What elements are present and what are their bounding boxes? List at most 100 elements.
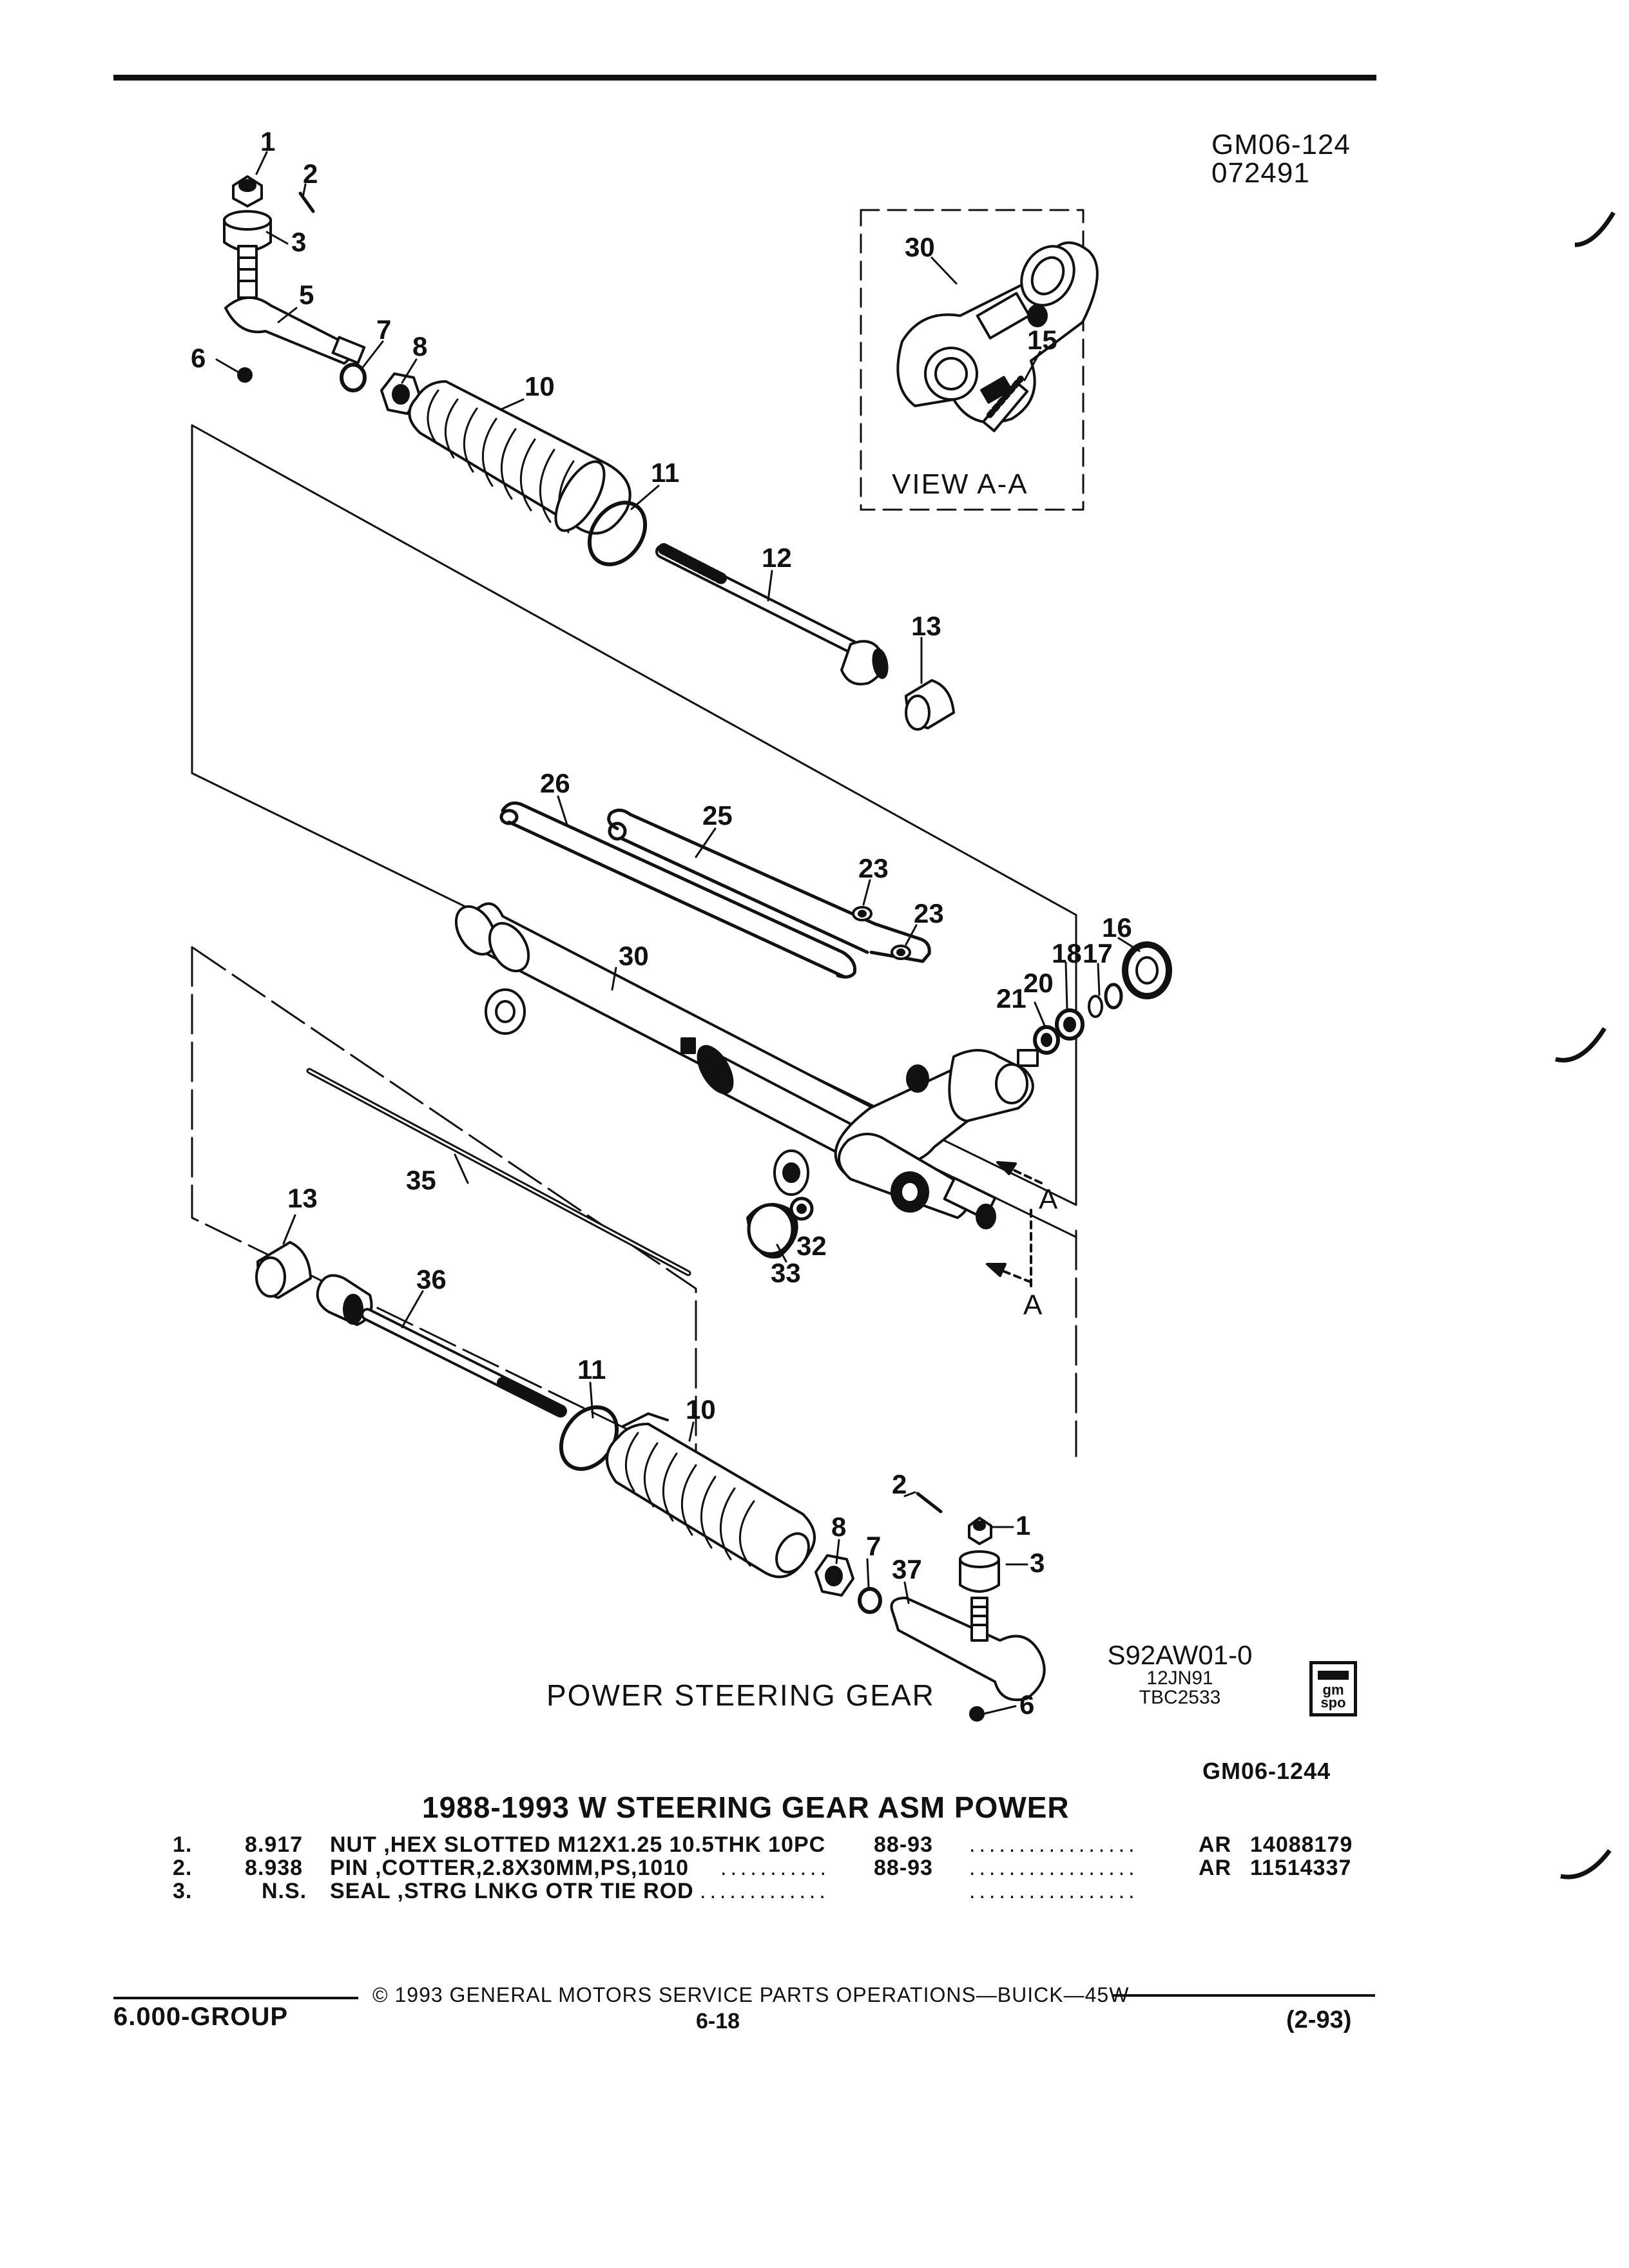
callout-1-lower: 1 — [1016, 1510, 1030, 1541]
figure-reference: GM06-1244 — [1202, 1758, 1331, 1784]
callout-32: 32 — [796, 1231, 827, 1261]
brake-line-26 — [499, 801, 857, 979]
row-code: N.S. — [262, 1879, 307, 1903]
top-rule — [113, 75, 1376, 81]
callout-10-lower: 10 — [686, 1394, 716, 1425]
callout-23a: 23 — [858, 853, 889, 883]
callout-36: 36 — [416, 1264, 447, 1294]
lower-washer-7 — [858, 1587, 882, 1614]
row-years: 88-93 — [874, 1832, 933, 1857]
callout-7-lower: 7 — [866, 1531, 881, 1561]
gm-spo-logo-text: gm spo — [1320, 1682, 1346, 1711]
brake-line-25 — [607, 809, 931, 963]
lower-bushing-13 — [255, 1241, 312, 1299]
footer-rule-left — [113, 1997, 358, 1999]
row-index: 1. — [173, 1832, 193, 1857]
inner-tie-rod-12 — [655, 543, 889, 686]
drawing-ref: TBC2533 — [1139, 1687, 1221, 1708]
callout-20: 20 — [1023, 968, 1054, 998]
callout-18: 18 — [1052, 938, 1082, 968]
row-leader: ................. — [969, 1832, 1139, 1857]
row-description: NUT ,HEX SLOTTED M12X1.25 10.5THK 10PC — [330, 1832, 826, 1857]
inner-tie-rod-36 — [316, 1274, 567, 1418]
ring-18 — [1088, 995, 1103, 1018]
callout-8-lower: 8 — [831, 1512, 846, 1542]
section-a-arrows — [986, 1161, 1043, 1290]
view-a-a-label: VIEW A-A — [892, 468, 1028, 500]
row-leader-a: ........... — [720, 1856, 830, 1880]
row-leader: ................. — [969, 1856, 1139, 1880]
callout-16: 16 — [1102, 912, 1132, 943]
callout-6-lower: 6 — [1019, 1689, 1034, 1720]
row-description: PIN ,COTTER,2.8X30MM,PS,1010 — [330, 1856, 689, 1880]
callout-12: 12 — [762, 543, 792, 573]
catalog-code: GM06-124 — [1211, 129, 1351, 160]
figure-caption: POWER STEERING GEAR — [546, 1678, 935, 1712]
view-a-a-housing — [896, 241, 1099, 424]
lower-tie-rod-end — [890, 1492, 1046, 1722]
row-leader: ................. — [969, 1879, 1139, 1903]
lower-guide-frame — [191, 946, 697, 1464]
section-mark-a-1: A — [1039, 1184, 1059, 1215]
callout-21: 21 — [996, 983, 1027, 1014]
lower-jam-nut-8 — [815, 1554, 854, 1597]
lower-boot-10 — [606, 1412, 816, 1579]
callout-2: 2 — [303, 159, 318, 189]
callout-10: 10 — [525, 371, 555, 401]
callout-2-lower: 2 — [892, 1469, 907, 1499]
gm-spo-logo: gm spo — [1309, 1661, 1357, 1716]
binder-mark-2 — [1555, 1027, 1606, 1062]
upper-boot-10 — [408, 380, 631, 535]
upper-tie-rod-end — [223, 175, 366, 383]
binder-mark-1 — [1574, 211, 1616, 247]
row-index: 2. — [173, 1856, 193, 1880]
view-a-a-pin-15 — [981, 376, 1029, 432]
callout-7: 7 — [376, 314, 391, 345]
callout-11: 11 — [651, 457, 679, 488]
row-code: 8.938 — [245, 1856, 304, 1880]
callout-23b: 23 — [914, 898, 944, 928]
leader-lines — [215, 151, 1141, 1715]
fitting-23b — [891, 945, 911, 960]
callout-3-lower: 3 — [1030, 1548, 1045, 1578]
nut-32 — [789, 1196, 814, 1221]
row-description: SEAL ,STRG LNKG OTR TIE ROD — [330, 1879, 694, 1903]
seal-16 — [1122, 941, 1172, 999]
row-leader-a: ............. — [700, 1879, 829, 1903]
footer-rule-right — [1112, 1994, 1375, 1997]
callout-35: 35 — [406, 1165, 436, 1195]
callout-25: 25 — [702, 800, 733, 831]
callout-3: 3 — [291, 227, 306, 257]
drawing-code-block: S92AW01-0 12JN91 TBC2533 — [1099, 1642, 1260, 1707]
view-a-a-frame — [860, 209, 1084, 511]
callout-30-inset: 30 — [905, 232, 935, 262]
callout-6: 6 — [191, 343, 206, 373]
callout-37: 37 — [892, 1554, 922, 1584]
exploded-diagram: 1 2 3 5 6 7 8 10 11 12 13 26 25 23 23 30… — [191, 126, 1172, 1722]
callout-1: 1 — [260, 126, 275, 157]
gear-housing-30 — [454, 902, 1039, 1229]
callout-5: 5 — [299, 280, 314, 310]
callout-33: 33 — [771, 1258, 801, 1288]
revision-date: (2-93) — [1286, 2006, 1352, 2033]
upper-bushing-13 — [905, 679, 955, 731]
catalog-date: 072491 — [1211, 157, 1310, 189]
callout-11-lower: 11 — [577, 1354, 606, 1385]
row-code: 8.917 — [245, 1832, 304, 1857]
row-index: 3. — [173, 1879, 193, 1903]
fitting-23a — [852, 906, 872, 921]
row-part-number: 14088179 — [1250, 1832, 1353, 1857]
callout-26: 26 — [540, 768, 570, 798]
seal-21 — [1033, 1025, 1060, 1055]
callout-numbers: 1 2 3 5 6 7 8 10 11 12 13 26 25 23 23 30… — [191, 126, 1132, 1720]
drawing-date: 12JN91 — [1146, 1667, 1213, 1689]
parts-list-title: 1988-1993 W STEERING GEAR ASM POWER — [422, 1791, 1070, 1824]
callout-13: 13 — [911, 611, 941, 641]
callout-13-lower: 13 — [287, 1183, 318, 1213]
upper-guide-frame — [191, 424, 1077, 1206]
cover-33 — [746, 1203, 798, 1259]
row-qty: AR — [1199, 1856, 1232, 1880]
row-qty: AR — [1199, 1832, 1232, 1857]
callout-15: 15 — [1027, 325, 1057, 355]
group-number: 6.000-GROUP — [113, 2003, 289, 2031]
